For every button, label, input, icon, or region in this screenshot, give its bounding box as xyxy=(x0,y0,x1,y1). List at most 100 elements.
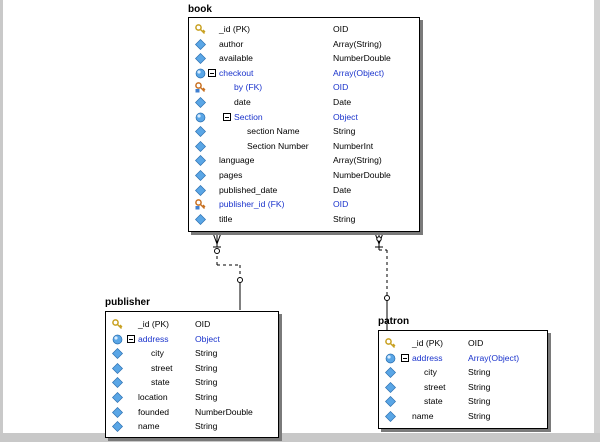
field-icon xyxy=(385,396,396,408)
field-name: Section xyxy=(234,111,263,122)
field-type: Array(String) xyxy=(333,38,382,49)
vertical-scrollbar[interactable] xyxy=(594,0,600,442)
field-icon xyxy=(112,377,123,389)
field-name: available xyxy=(219,53,253,64)
entity-title-patron: patron xyxy=(378,316,410,327)
field-name: city xyxy=(151,348,164,359)
field-name: _id (PK) xyxy=(138,319,170,329)
field-name: address xyxy=(138,333,169,344)
field-type: String xyxy=(468,396,491,407)
field-type: String xyxy=(468,411,491,421)
field-icon xyxy=(385,367,396,379)
collapse-toggle-icon[interactable] xyxy=(208,68,216,77)
field-row-book-checkout[interactable]: checkout Array(Object) xyxy=(189,66,419,81)
field-icon xyxy=(195,213,206,225)
pk-key-icon xyxy=(385,338,396,349)
field-type: String xyxy=(195,362,218,373)
field-name: publisher_id (FK) xyxy=(219,199,285,210)
field-name: name xyxy=(412,411,434,421)
fk-key-icon xyxy=(195,82,206,93)
field-name: name xyxy=(138,421,160,432)
field-row-book--id-pk[interactable]: _id (PK) OID xyxy=(189,22,419,37)
field-type: OID xyxy=(333,24,349,34)
entity-title-publisher: publisher xyxy=(105,297,151,308)
field-row-publisher-address[interactable]: address Object xyxy=(106,332,278,347)
field-icon xyxy=(112,392,123,403)
field-type: Array(String) xyxy=(333,155,382,166)
object-icon xyxy=(195,68,206,79)
field-type: String xyxy=(195,348,218,359)
field-row-publisher-name[interactable]: name String xyxy=(106,419,278,434)
field-row-patron--id-pk[interactable]: _id (PK)OID xyxy=(379,336,547,351)
field-type: Array(Object) xyxy=(333,67,385,78)
rel-book-patron[interactable] xyxy=(374,232,390,334)
field-name: date xyxy=(234,97,251,107)
collapse-toggle-icon[interactable] xyxy=(401,353,409,362)
field-row-book-publisher-id-fk[interactable]: publisher_id (FK) OID xyxy=(189,197,419,212)
field-icon xyxy=(195,126,206,138)
horizontal-scrollbar[interactable] xyxy=(0,433,600,442)
collapse-toggle-icon[interactable] xyxy=(223,112,231,121)
field-type: OID xyxy=(333,199,349,210)
field-row-publisher--id-pk[interactable]: _id (PK) OID xyxy=(106,317,278,332)
pk-key-icon xyxy=(195,24,206,35)
field-icon xyxy=(195,140,206,152)
fk-key-icon xyxy=(195,199,206,210)
field-type: NumberDouble xyxy=(333,170,391,180)
field-name: _id (PK) xyxy=(412,338,444,348)
field-row-book-date[interactable]: date Date xyxy=(189,95,419,110)
object-icon xyxy=(195,112,206,123)
field-row-patron-name[interactable]: name String xyxy=(379,409,547,424)
entity-title-book: book xyxy=(188,4,212,15)
field-name: founded xyxy=(138,406,170,417)
field-type: String xyxy=(195,392,218,402)
field-icon xyxy=(385,411,396,422)
field-type: NumberInt xyxy=(333,140,374,151)
field-type: String xyxy=(333,213,356,224)
field-type: String xyxy=(195,421,218,432)
field-icon xyxy=(195,155,206,167)
field-name: section Name xyxy=(247,126,300,137)
field-icon xyxy=(195,184,206,196)
field-name: city xyxy=(424,367,437,378)
field-icon xyxy=(195,53,206,65)
field-name: checkout xyxy=(219,67,254,78)
field-icon xyxy=(112,421,123,433)
field-row-book-by-fk[interactable]: by (FK)OID xyxy=(189,80,419,95)
field-name: _id (PK) xyxy=(219,24,251,34)
field-type: String xyxy=(195,377,218,388)
field-row-publisher-city[interactable]: city String xyxy=(106,346,278,361)
field-name: by (FK) xyxy=(234,82,263,93)
field-row-publisher-street[interactable]: street String xyxy=(106,361,278,376)
field-name: street xyxy=(151,362,173,373)
field-icon xyxy=(112,348,123,360)
field-type: Object xyxy=(195,333,220,344)
object-icon xyxy=(112,334,123,345)
collapse-toggle-icon[interactable] xyxy=(127,334,135,343)
field-type: OID xyxy=(195,319,211,329)
field-name: street xyxy=(424,381,446,392)
field-type: Date xyxy=(333,97,352,107)
field-name: address xyxy=(412,352,443,363)
rel-book-publisher[interactable] xyxy=(212,232,243,310)
